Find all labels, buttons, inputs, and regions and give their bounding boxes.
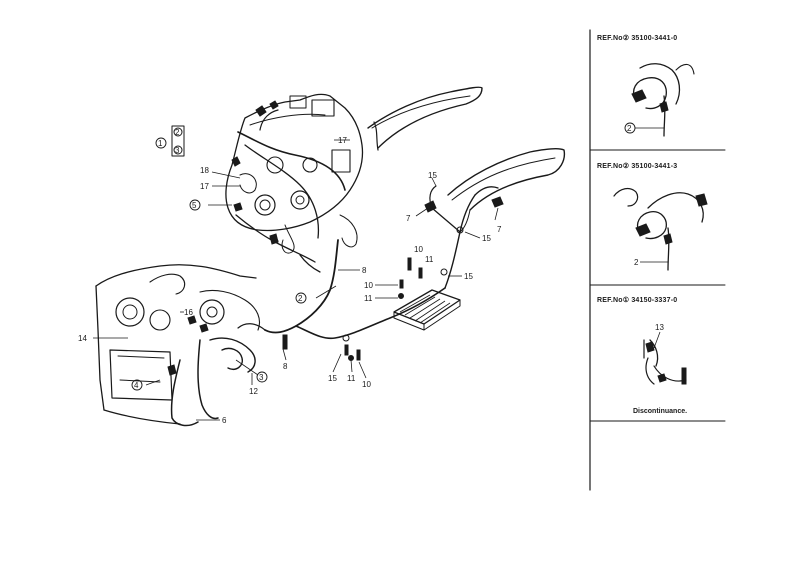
panel-2-callout: 2	[634, 258, 639, 267]
callout-15-mid: 15	[464, 272, 473, 281]
callout-11-mid: 11	[364, 294, 373, 303]
callout-3-top: 3	[175, 146, 180, 155]
callout-4: 4	[134, 381, 139, 390]
callout-17-left: 17	[200, 182, 209, 191]
panel-3-note: Discontinuance.	[633, 408, 687, 415]
callout-3: 3	[259, 373, 264, 382]
panel-1-ref: REF.No② 35100-3441-0	[597, 34, 677, 42]
callout-5: 5	[192, 201, 197, 210]
callout-18: 18	[200, 166, 209, 175]
callout-10-mid: 10	[364, 281, 373, 290]
reference-panel-2: REF.No② 35100-3441-3 2	[597, 162, 708, 271]
panel-3-ref: REF.No① 34150-3337-0	[597, 296, 677, 304]
callout-15-top: 15	[428, 171, 437, 180]
callout-labels: 1 2 3 17 18 17 5 2 8 10 11 15 7 7 15 10 …	[78, 128, 502, 425]
callout-2-harness: 2	[298, 294, 303, 303]
callout-16: 16	[184, 308, 193, 317]
panel-1-callout: 2	[627, 124, 632, 133]
engine-battery-area	[95, 264, 288, 427]
panel-2-ref: REF.No② 35100-3441-3	[597, 162, 677, 170]
license-plate-bracket	[393, 289, 461, 331]
rear-fender-right	[447, 147, 566, 233]
callout-6: 6	[222, 416, 227, 425]
reference-panel-1: REF.No② 35100-3441-0 2	[597, 34, 695, 137]
callout-15-low: 15	[328, 374, 337, 383]
loose-fasteners	[171, 125, 423, 361]
callout-8-low: 8	[283, 362, 288, 371]
callout-10-low: 10	[362, 380, 371, 389]
instrument-panel-assembly	[225, 93, 364, 273]
callout-15-right: 15	[482, 234, 491, 243]
main-wire-harness	[264, 185, 504, 342]
callout-7-right: 7	[497, 225, 502, 234]
callout-10-upper: 10	[414, 245, 423, 254]
callout-14: 14	[78, 334, 87, 343]
rear-fender-left	[367, 86, 483, 151]
callout-11-upper: 11	[425, 255, 434, 264]
panel-3-callout: 13	[655, 323, 664, 332]
callout-12: 12	[249, 387, 258, 396]
callout-7-left: 7	[406, 214, 411, 223]
callout-8-top: 8	[362, 266, 367, 275]
callout-2: 2	[175, 128, 180, 137]
leader-lines	[93, 139, 499, 421]
reference-panel-3: REF.No① 34150-3337-0 13 Discontinuance.	[597, 296, 687, 415]
callout-1: 1	[158, 139, 163, 148]
callout-11-low: 11	[347, 374, 356, 383]
callout-17-top: 17	[338, 136, 347, 145]
